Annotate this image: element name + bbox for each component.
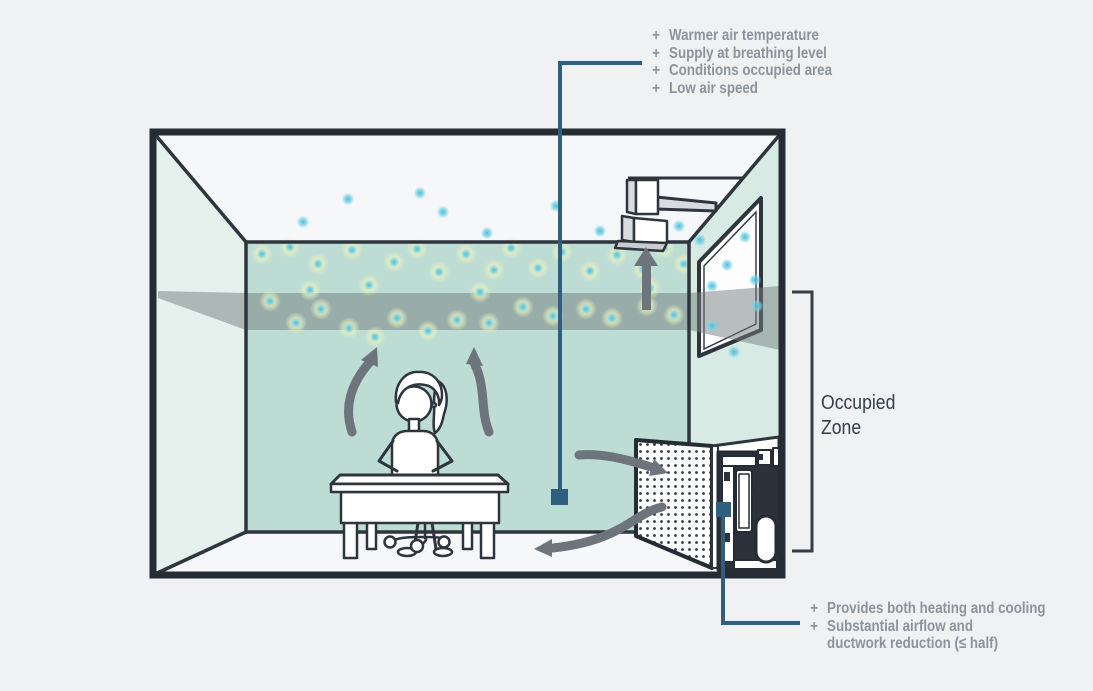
- desk: [329, 473, 510, 560]
- top-callout-connector: [551, 61, 642, 505]
- bottom-callout-list: + Provides both heating and cooling + Su…: [809, 600, 1046, 653]
- person: [377, 370, 454, 558]
- desk-leg-front-right: [479, 518, 496, 560]
- callout-item: + Warmer air temperature: [652, 27, 819, 44]
- office-chair: [383, 521, 451, 554]
- ceiling: [153, 132, 782, 242]
- callout-item: + Provides both heating and cooling: [810, 600, 1046, 617]
- desk-top-edge: [329, 482, 510, 494]
- callout-item: + Low air speed: [652, 79, 758, 97]
- plus-bullet: +: [652, 62, 661, 79]
- torso: [390, 429, 440, 479]
- earring: [430, 401, 438, 409]
- hair: [394, 370, 444, 407]
- shoe-right: [432, 546, 454, 558]
- plus-bullet: +: [810, 617, 819, 635]
- supply-marker: [716, 502, 731, 517]
- plus-bullet: +: [652, 44, 661, 62]
- ceiling-return-unit: [613, 176, 743, 253]
- arm-left: [377, 439, 399, 473]
- callout-item: + Substantial airflow and ductwork reduc…: [810, 617, 999, 653]
- return-arrow-out: [534, 502, 667, 557]
- bottom-callout-connector: [716, 502, 800, 625]
- rising-air-arrow-left: [344, 347, 378, 437]
- top-callout-list: + Warmer air temperature + Supply at bre…: [651, 27, 832, 97]
- room-border: [149, 128, 786, 579]
- desk-leg-front-left: [342, 518, 359, 560]
- desk-leg-rear-right: [461, 518, 474, 551]
- arm-right: [431, 439, 454, 473]
- plus-bullet: +: [652, 27, 661, 44]
- plus-bullet: +: [810, 600, 819, 617]
- plus-bullet: +: [652, 79, 661, 97]
- supply-arrow-in: [574, 450, 668, 476]
- breathing-level-marker: [551, 489, 568, 505]
- floor: [153, 532, 782, 575]
- occupied-zone-label: Occupied Zone: [821, 392, 896, 439]
- rising-air-arrow-right: [466, 347, 494, 437]
- contaminant-particles-plain: [296, 186, 764, 359]
- desk-leg-rear-left: [365, 518, 378, 551]
- desk-top: [329, 473, 510, 486]
- callout-item: + Supply at breathing level: [652, 44, 827, 62]
- occupied-zone-bracket: [792, 290, 814, 553]
- left-wall: [153, 132, 246, 575]
- exhaust-up-arrow: [634, 247, 658, 310]
- desk-apron: [339, 490, 501, 525]
- callout-item: + Conditions occupied area: [652, 62, 833, 79]
